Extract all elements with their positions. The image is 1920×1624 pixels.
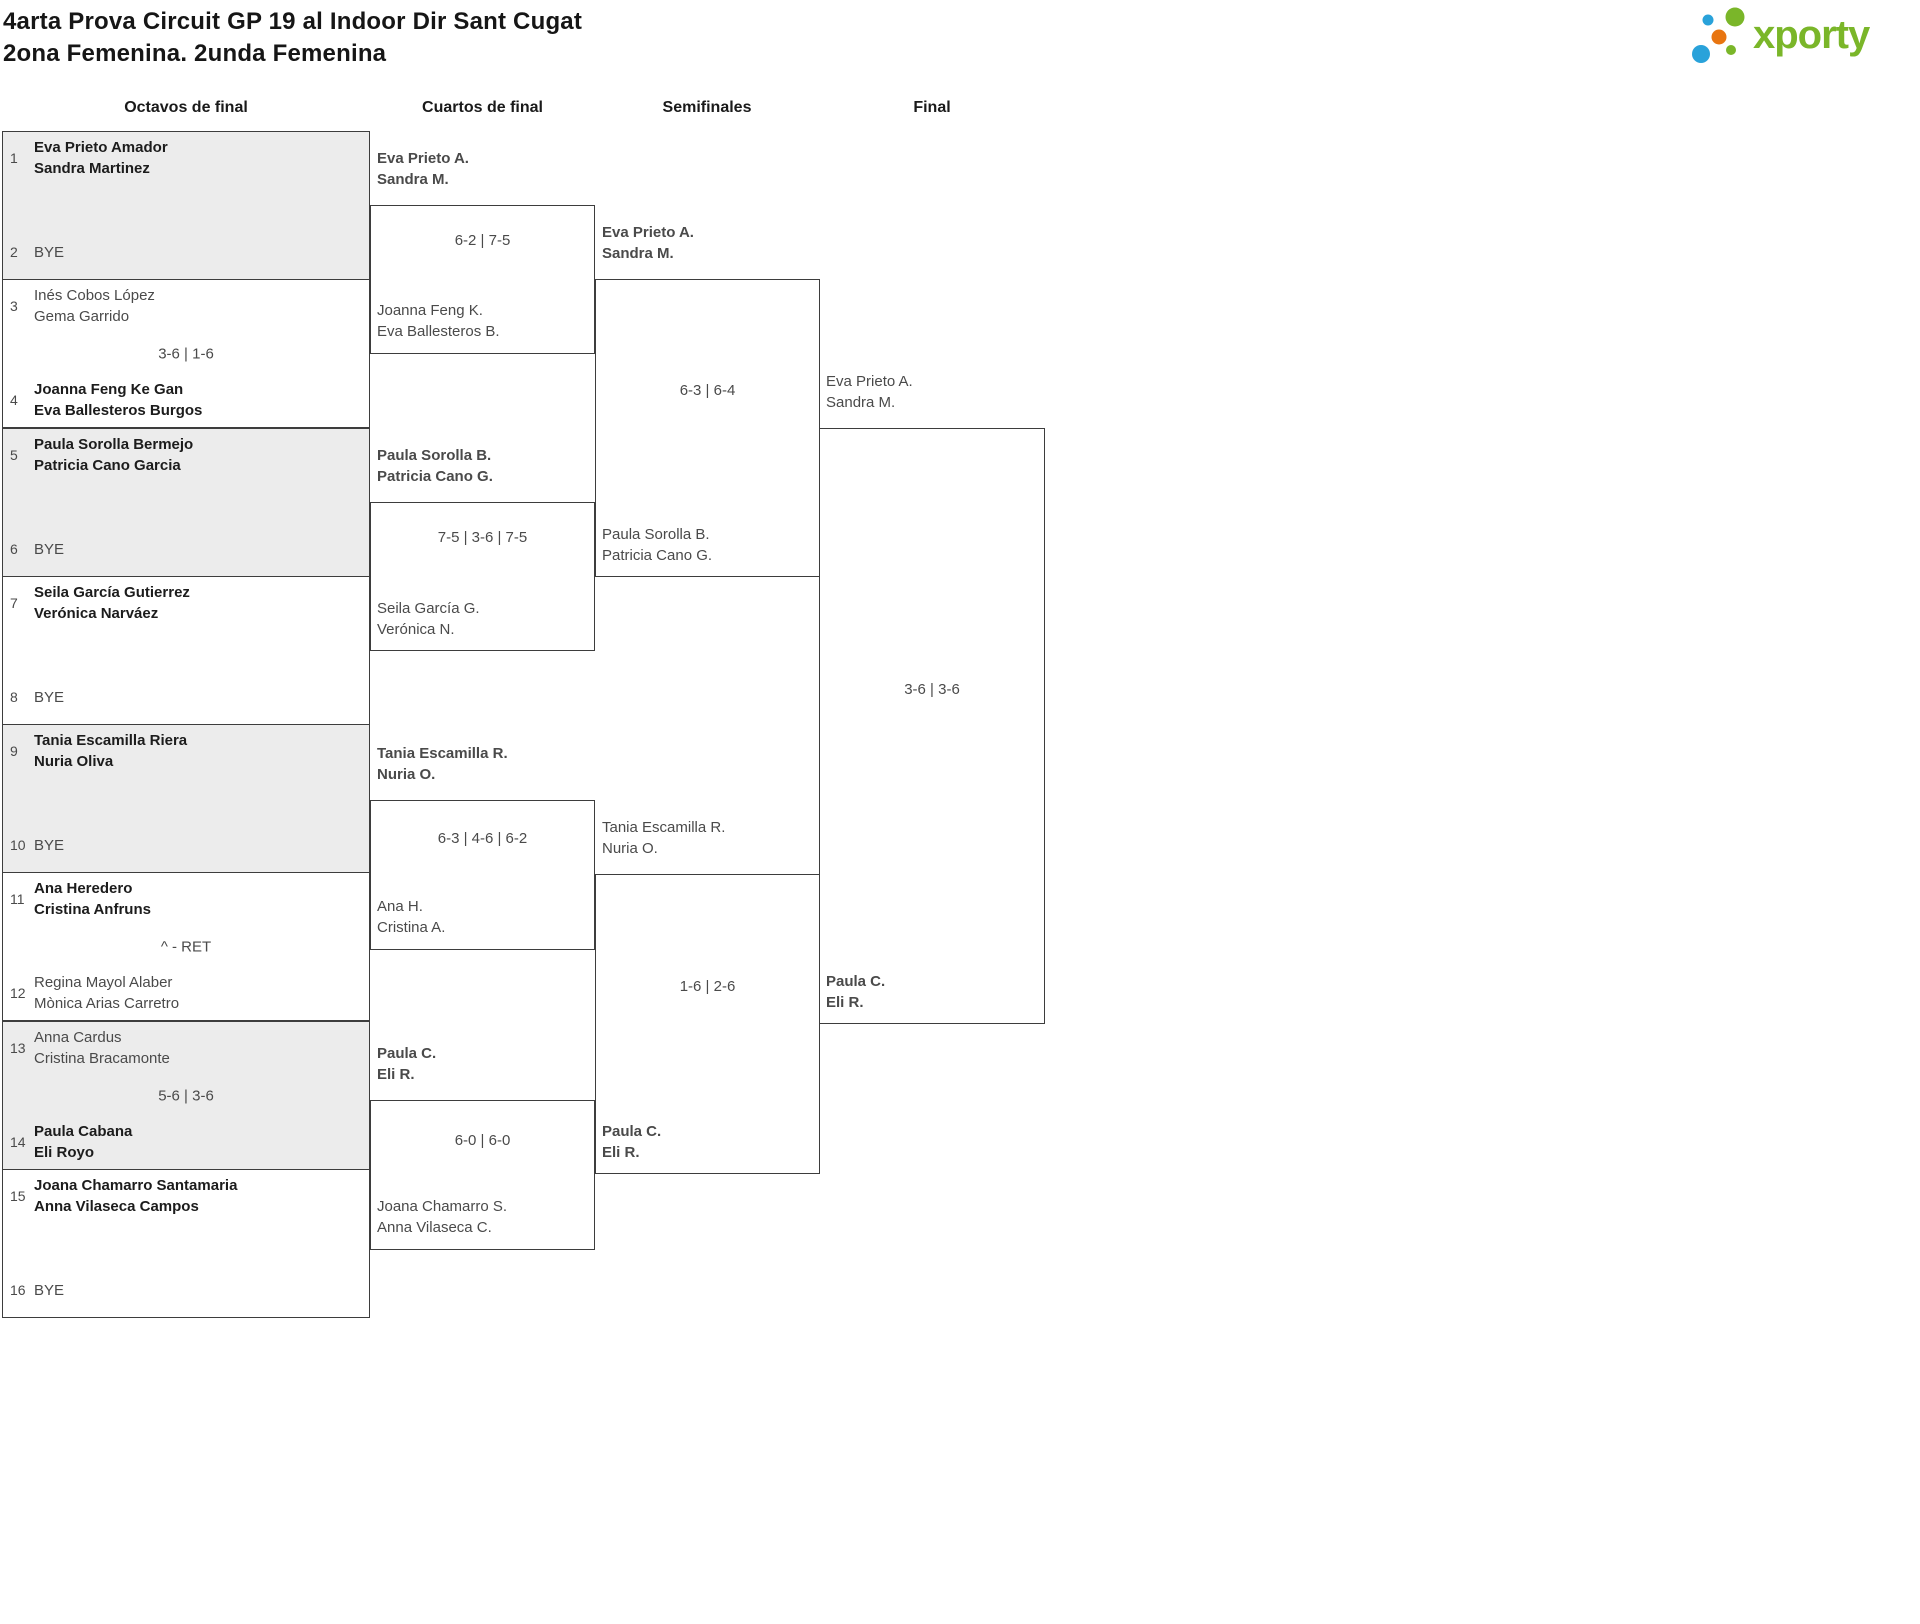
r16-slot-3: 3 Inés Cobos López Gema Garrido bbox=[3, 285, 369, 327]
r16-match-8: 15 Joana Chamarro Santamaria Anna Vilasec… bbox=[2, 1169, 370, 1318]
team-name: Tania Escamilla Riera Nuria Oliva bbox=[34, 732, 188, 770]
match-score: 6-3 | 6-4 bbox=[679, 382, 736, 399]
team-name: Anna Cardus Cristina Bracamonte bbox=[34, 1029, 170, 1067]
seed-number: 2 bbox=[10, 244, 18, 260]
seed-number: 16 bbox=[10, 1282, 26, 1298]
seed-number: 1 bbox=[10, 150, 18, 166]
xporty-logo[interactable]: xporty bbox=[1753, 13, 1870, 57]
qf-match-1-box bbox=[370, 205, 595, 354]
seed-number: 10 bbox=[10, 837, 26, 853]
r16-slot-15: 15 Joana Chamarro Santamaria Anna Vilasec… bbox=[3, 1175, 369, 1217]
r16-slot-14: 14 Paula Cabana Eli Royo bbox=[3, 1121, 369, 1163]
team-name: Ana Heredero Cristina Anfruns bbox=[34, 880, 151, 918]
team-name: Paula Sorolla Bermejo Patricia Cano Garc… bbox=[34, 436, 194, 474]
qf-match-3-box bbox=[370, 800, 595, 950]
team-name: Ana H. Cristina A. bbox=[377, 898, 446, 936]
team-name: Regina Mayol Alaber Mònica Arias Carretr… bbox=[34, 974, 180, 1012]
r16-match-1: 1 Eva Prieto Amador Sandra Martinez 2 BYE bbox=[2, 131, 370, 280]
seed-number: 13 bbox=[10, 1040, 26, 1056]
team-name: Inés Cobos López Gema Garrido bbox=[34, 287, 155, 325]
r16-slot-4: 4 Joanna Feng Ke Gan Eva Ballesteros Burg… bbox=[3, 379, 369, 421]
seed-number: 8 bbox=[10, 689, 18, 705]
team-name: BYE bbox=[34, 243, 65, 261]
tournament-category-line2: 2ona Femenina. 2unda Femenina bbox=[3, 40, 387, 67]
r16-slot-12: 12 Regina Mayol Alaber Mònica Arias Carre… bbox=[3, 972, 369, 1014]
r16-slot-5: 5 Paula Sorolla Bermejo Patricia Cano Gar… bbox=[3, 434, 369, 476]
team-name: Joana Chamarro S. Anna Vilaseca C. bbox=[377, 1198, 508, 1236]
team-name: Tania Escamilla R. Nuria O. bbox=[377, 745, 508, 783]
r16-slot-8: 8 BYE bbox=[3, 676, 369, 718]
seed-number: 9 bbox=[10, 743, 18, 759]
team-name: Joanna Feng Ke Gan Eva Ballesteros Burgo… bbox=[34, 381, 203, 419]
seed-number: 11 bbox=[10, 891, 25, 907]
seed-number: 6 bbox=[10, 541, 18, 557]
round-header-semifinales: Semifinales bbox=[662, 99, 752, 116]
r16-slot-11: 11 Ana Heredero Cristina Anfruns bbox=[3, 878, 369, 920]
seed-number: 15 bbox=[10, 1188, 26, 1204]
match-score: 5-6 | 3-6 bbox=[158, 1087, 214, 1104]
tournament-title: 4arta Prova Circuit GP 19 al Indoor Dir … bbox=[3, 6, 582, 70]
team-name: Joanna Feng K. Eva Ballesteros B. bbox=[377, 302, 500, 340]
team-name: Joana Chamarro Santamaria Anna Vilaseca … bbox=[34, 1177, 238, 1215]
match-score: 6-0 | 6-0 bbox=[454, 1132, 511, 1149]
round-header-final: Final bbox=[913, 99, 951, 116]
team-name: Paula Sorolla B. Patricia Cano G. bbox=[602, 526, 713, 564]
team-name: BYE bbox=[34, 540, 65, 558]
team-name: Paula C. Eli R. bbox=[826, 973, 886, 1011]
match-score: 3-6 | 3-6 bbox=[904, 681, 960, 698]
team-name: Seila García Gutierrez Verónica Narváez bbox=[34, 584, 190, 622]
tournament-title-line1: 4arta Prova Circuit GP 19 al Indoor Dir … bbox=[3, 8, 583, 35]
r16-slot-9: 9 Tania Escamilla Riera Nuria Oliva bbox=[3, 730, 369, 772]
match-score: ^ - RET bbox=[160, 938, 212, 955]
match-score: 6-3 | 4-6 | 6-2 bbox=[437, 830, 528, 847]
team-name: Paula C. Eli R. bbox=[377, 1045, 437, 1083]
r16-slot-2: 2 BYE bbox=[3, 231, 369, 273]
qf-match-4-box bbox=[370, 1100, 595, 1250]
r16-match-3: 5 Paula Sorolla Bermejo Patricia Cano Gar… bbox=[2, 428, 370, 577]
seed-number: 12 bbox=[10, 985, 26, 1001]
r16-slot-10: 10 BYE bbox=[3, 824, 369, 866]
sf-match-2-box bbox=[595, 874, 820, 1174]
r16-slot-13: 13 Anna Cardus Cristina Bracamonte bbox=[3, 1027, 369, 1069]
team-name: Paula Sorolla B. Patricia Cano G. bbox=[377, 447, 493, 485]
r16-match-5: 9 Tania Escamilla Riera Nuria Oliva 10 BYE bbox=[2, 724, 370, 873]
xporty-logo-dots-icon[interactable] bbox=[1690, 6, 1750, 66]
final-match-box bbox=[819, 428, 1045, 1024]
match-score: 7-5 | 3-6 | 7-5 bbox=[437, 529, 528, 546]
seed-number: 7 bbox=[10, 595, 18, 611]
team-name: Seila García G. Verónica N. bbox=[377, 600, 480, 638]
team-name: Eva Prieto Amador Sandra Martinez bbox=[34, 139, 168, 177]
team-name: Paula C. Eli R. bbox=[602, 1123, 662, 1161]
round-header-cuartos: Cuartos de final bbox=[422, 99, 543, 116]
r16-slot-1: 1 Eva Prieto Amador Sandra Martinez bbox=[3, 137, 369, 179]
match-score: 6-2 | 7-5 bbox=[454, 232, 511, 249]
team-name: BYE bbox=[34, 836, 65, 854]
seed-number: 3 bbox=[10, 298, 18, 314]
team-name: Paula Cabana Eli Royo bbox=[34, 1123, 133, 1161]
r16-match-4: 7 Seila García Gutierrez Verónica Narváez… bbox=[2, 576, 370, 725]
team-name: BYE bbox=[34, 688, 65, 706]
match-score: 3-6 | 1-6 bbox=[158, 345, 214, 362]
r16-match-2: 3 Inés Cobos López Gema Garrido 3-6 | 1-6… bbox=[2, 279, 370, 428]
r16-slot-6: 6 BYE bbox=[3, 528, 369, 570]
r16-match-7: 13 Anna Cardus Cristina Bracamonte 5-6 | … bbox=[2, 1021, 370, 1170]
seed-number: 5 bbox=[10, 447, 18, 463]
seed-number: 14 bbox=[10, 1134, 26, 1150]
team-name: Eva Prieto A. Sandra M. bbox=[377, 150, 469, 188]
r16-slot-16: 16 BYE bbox=[3, 1269, 369, 1311]
team-name: Tania Escamilla R. Nuria O. bbox=[602, 819, 726, 857]
qf-match-2-box bbox=[370, 502, 595, 651]
seed-number: 4 bbox=[10, 392, 18, 408]
team-name: Eva Prieto A. Sandra M. bbox=[826, 373, 913, 411]
r16-slot-7: 7 Seila García Gutierrez Verónica Narváez bbox=[3, 582, 369, 624]
team-name: Eva Prieto A. Sandra M. bbox=[602, 224, 694, 262]
match-score: 1-6 | 2-6 bbox=[679, 978, 736, 995]
round-header-octavos: Octavos de final bbox=[124, 99, 248, 116]
team-name: BYE bbox=[34, 1281, 65, 1299]
